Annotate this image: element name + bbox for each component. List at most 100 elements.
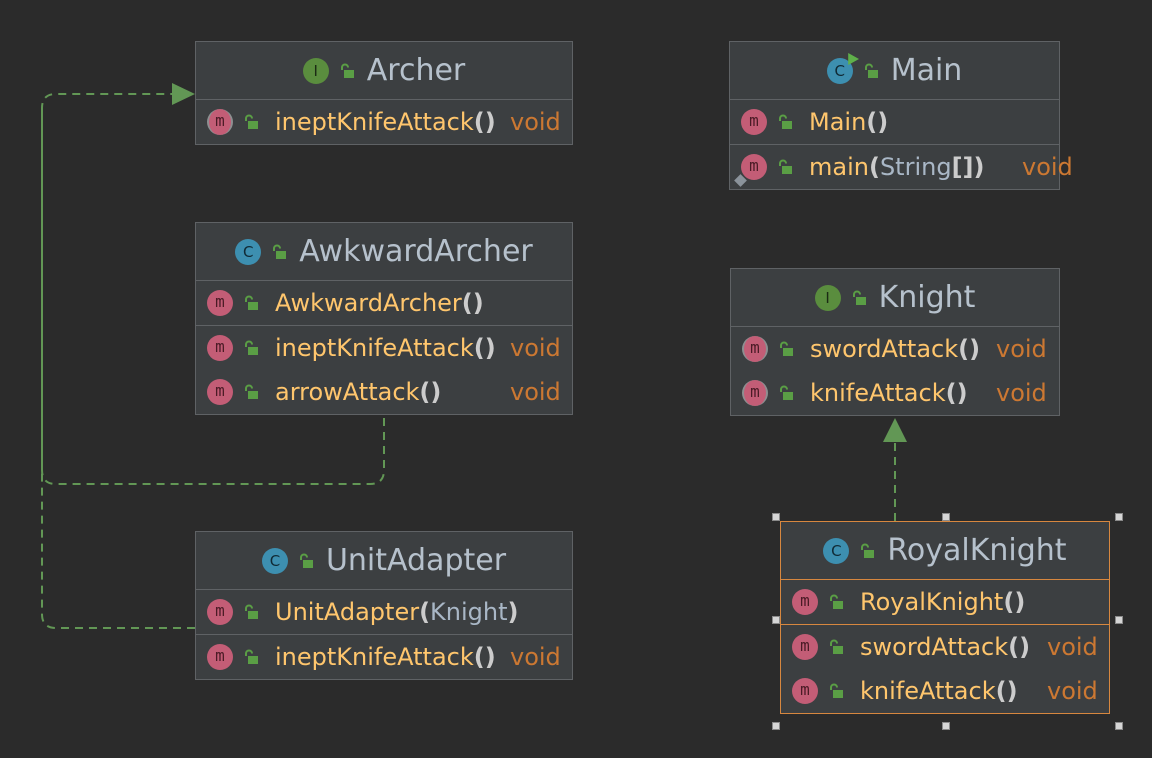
open-paren: ( [473,643,485,671]
member-signature: ineptKnifeAttack() [275,326,496,370]
public-lock-icon [245,604,258,619]
member-signature: UnitAdapter(Knight) [275,590,519,634]
open-paren: ( [995,677,1007,705]
return-type: void [1047,677,1098,705]
close-paren: ) [1014,588,1026,616]
selection-handle[interactable] [772,616,780,624]
member-signature: swordAttack() [810,327,980,371]
method-icon: m [207,599,233,625]
public-lock-icon [245,384,258,399]
selection-handle[interactable] [772,722,780,730]
class-icon: C [823,537,850,564]
selection-handle[interactable] [942,722,950,730]
open-paren: ( [473,334,485,362]
node-header[interactable]: C RoyalKnight [781,522,1109,580]
method-icon: m [792,678,818,704]
node-title: RoyalKnight [887,533,1067,568]
open-paren: ( [419,378,431,406]
member-signature: ineptKnifeAttack() [275,635,496,679]
close-paren: ) [484,334,496,362]
member-name: knifeAttack [860,677,996,705]
selection-handle[interactable] [1115,616,1123,624]
member-signature: swordAttack() [860,625,1030,669]
class-icon: C [235,238,262,265]
selection-handle[interactable] [772,513,780,521]
close-paren: []) [951,153,985,181]
node-kind-icons: C [826,52,879,84]
return-type: void [510,378,561,406]
public-lock-icon [779,114,792,129]
public-lock-icon [830,683,843,698]
public-lock-icon [245,295,258,310]
close-paren: ) [969,335,981,363]
public-lock-icon [779,159,792,174]
interface-icon: I [302,57,329,84]
node-header[interactable]: C Main [730,42,1059,100]
member-name: ineptKnifeAttack [275,108,474,136]
abstract-method-icon: m [207,109,233,135]
public-lock-icon [864,63,878,78]
method-icon: m [792,634,818,660]
public-lock-icon [780,385,793,400]
node-title: Main [890,53,963,88]
selection-handle[interactable] [942,513,950,521]
open-paren: ( [419,598,431,626]
selection-handle[interactable] [1115,513,1123,521]
constructors-section: m UnitAdapter(Knight) [196,590,572,635]
method-icon: m [207,644,233,670]
close-paren: ) [484,108,496,136]
node-kind-icons: C [235,238,287,265]
member-name: ineptKnifeAttack [275,643,474,671]
abstract-method-icon: m [742,380,768,406]
member-signature: AwkwardArcher() [275,281,484,325]
member-name: Main [809,108,867,136]
public-lock-icon [340,63,354,78]
node-kind-icons: C [823,537,875,564]
interface-icon: I [814,284,841,311]
open-paren: ( [1008,633,1020,661]
public-lock-icon [273,244,287,259]
arrowhead-archer [172,83,195,105]
member-signature: RoyalKnight() [860,580,1025,624]
public-lock-icon [245,649,258,664]
member-signature: Main() [809,100,888,144]
arrowhead-knight [883,418,907,442]
close-paren: ) [956,379,968,407]
edge-unit-adapter-to-archer[interactable] [41,108,195,629]
close-paren: ) [472,289,484,317]
edge-awkward-archer-to-archer[interactable] [41,93,385,485]
node-title: AwkwardArcher [299,234,533,269]
public-lock-icon [830,639,843,654]
member-row[interactable]: m UnitAdapter(Knight) [196,590,572,634]
member-name: arrowAttack [275,378,420,406]
method-icon: m [741,154,767,180]
node-header[interactable]: C AwkwardArcher [196,223,572,281]
open-paren: ( [1003,588,1015,616]
selection-handle[interactable] [1115,722,1123,730]
